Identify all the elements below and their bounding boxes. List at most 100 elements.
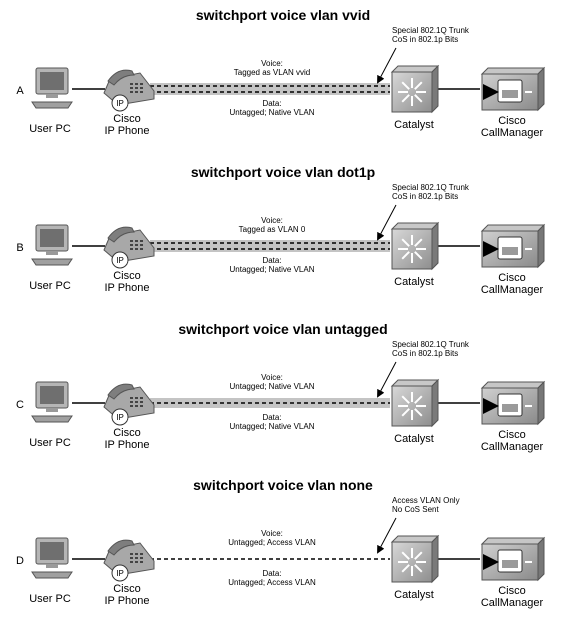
trunk-band: [150, 83, 390, 95]
switch-arrow: [414, 551, 423, 560]
monitor-stand: [46, 251, 58, 255]
switch-label: Catalyst: [394, 433, 434, 445]
phone-key: [130, 87, 133, 89]
keyboard: [31, 415, 73, 423]
scenario-title: switchport voice vlan dot1p: [191, 164, 375, 180]
monitor-stand: [46, 94, 58, 98]
switch-label: Catalyst: [394, 589, 434, 601]
switch-arrow: [414, 238, 423, 247]
phone-key: [140, 87, 143, 89]
phone-key: [140, 401, 143, 403]
phone-key: [135, 397, 138, 399]
phone-key: [135, 401, 138, 403]
scenario-panel: switchport voice vlan noneDVoice:Untagge…: [16, 477, 546, 609]
scenario-panel: switchport voice vlan vvidAVoice:Tagged …: [16, 7, 546, 139]
row-label: C: [16, 399, 24, 411]
switch-top: [390, 379, 440, 387]
data-detail: Untagged; Native VLAN: [230, 422, 315, 431]
phone-label-1: Cisco: [113, 427, 141, 439]
switch-arrow: [414, 81, 423, 90]
ip-phone-icon: IP: [103, 226, 155, 269]
phone-handset: [107, 383, 135, 400]
phone-key: [130, 405, 133, 407]
keyboard: [31, 258, 73, 266]
switch-label: Catalyst: [394, 276, 434, 288]
switch-arrow: [401, 564, 410, 573]
data-label: Data:: [262, 413, 281, 422]
scenario-title: switchport voice vlan vvid: [196, 7, 370, 23]
phone-label-2: IP Phone: [104, 439, 149, 451]
switch-arrow: [401, 81, 410, 90]
switch-arrow: [414, 94, 423, 103]
callmanager-side: [537, 380, 545, 426]
phone-key: [135, 557, 138, 559]
phone-key: [130, 248, 133, 250]
phone-key: [130, 397, 133, 399]
voice-detail: Tagged as VLAN 0: [239, 225, 306, 234]
ip-badge-text: IP: [116, 413, 124, 422]
catalyst-switch-icon: [390, 221, 440, 271]
callmanager-top: [480, 67, 546, 75]
phone-label-1: Cisco: [113, 270, 141, 282]
phone-key: [130, 557, 133, 559]
note-line-2: CoS in 802.1p Bits: [392, 192, 458, 201]
ip-badge: [111, 94, 129, 112]
switch-side: [431, 534, 439, 584]
voice-label: Voice:: [261, 216, 283, 225]
phone-key: [140, 553, 143, 555]
phone-key: [135, 91, 138, 93]
phone-key: [135, 244, 138, 246]
pc-label: User PC: [29, 593, 71, 605]
row-label: D: [16, 555, 24, 567]
trunk-band: [150, 240, 390, 252]
cm-label-1: Cisco: [498, 272, 526, 284]
ip-badge: [111, 408, 129, 426]
catalyst-switch-icon: [390, 64, 440, 114]
note-line-1: Special 802.1Q Trunk: [392, 183, 470, 192]
callmanager-side: [537, 536, 545, 582]
phone-key: [140, 557, 143, 559]
data-label: Data:: [262, 256, 281, 265]
phone-key: [130, 401, 133, 403]
phone-key: [140, 83, 143, 85]
switch-side: [431, 64, 439, 114]
scenario-title: switchport voice vlan none: [193, 477, 373, 493]
switch-arrow: [401, 251, 410, 260]
switch-top: [390, 65, 440, 73]
phone-key: [130, 91, 133, 93]
cm-label-2: CallManager: [481, 597, 544, 609]
phone-handset: [107, 69, 135, 86]
phone-label-2: IP Phone: [104, 125, 149, 137]
switch-arrow: [414, 408, 423, 417]
cm-label-2: CallManager: [481, 441, 544, 453]
phone-key: [140, 561, 143, 563]
phone-key: [130, 561, 133, 563]
phone-key: [140, 248, 143, 250]
phone-label-1: Cisco: [113, 583, 141, 595]
cm-label-1: Cisco: [498, 585, 526, 597]
catalyst-switch-icon: [390, 378, 440, 428]
user-pc-icon: [31, 381, 73, 423]
ip-badge-text: IP: [116, 256, 124, 265]
phone-key: [135, 83, 138, 85]
callmanager-side: [537, 66, 545, 112]
keyboard: [31, 101, 73, 109]
phone-key: [135, 405, 138, 407]
ip-badge-text: IP: [116, 99, 124, 108]
callmanager-phone-keys: [502, 560, 518, 568]
callmanager-icon: [480, 66, 546, 112]
keyboard: [31, 571, 73, 579]
cm-label-2: CallManager: [481, 284, 544, 296]
data-detail: Untagged; Access VLAN: [228, 578, 316, 587]
ip-phone-icon: IP: [103, 69, 155, 112]
user-pc-icon: [31, 537, 73, 579]
switch-arrow: [401, 94, 410, 103]
callmanager-top: [480, 381, 546, 389]
switch-top: [390, 222, 440, 230]
callmanager-icon: [480, 223, 546, 269]
data-detail: Untagged; Native VLAN: [230, 265, 315, 274]
cm-label-2: CallManager: [481, 127, 544, 139]
phone-handset: [107, 539, 135, 556]
callmanager-top: [480, 224, 546, 232]
